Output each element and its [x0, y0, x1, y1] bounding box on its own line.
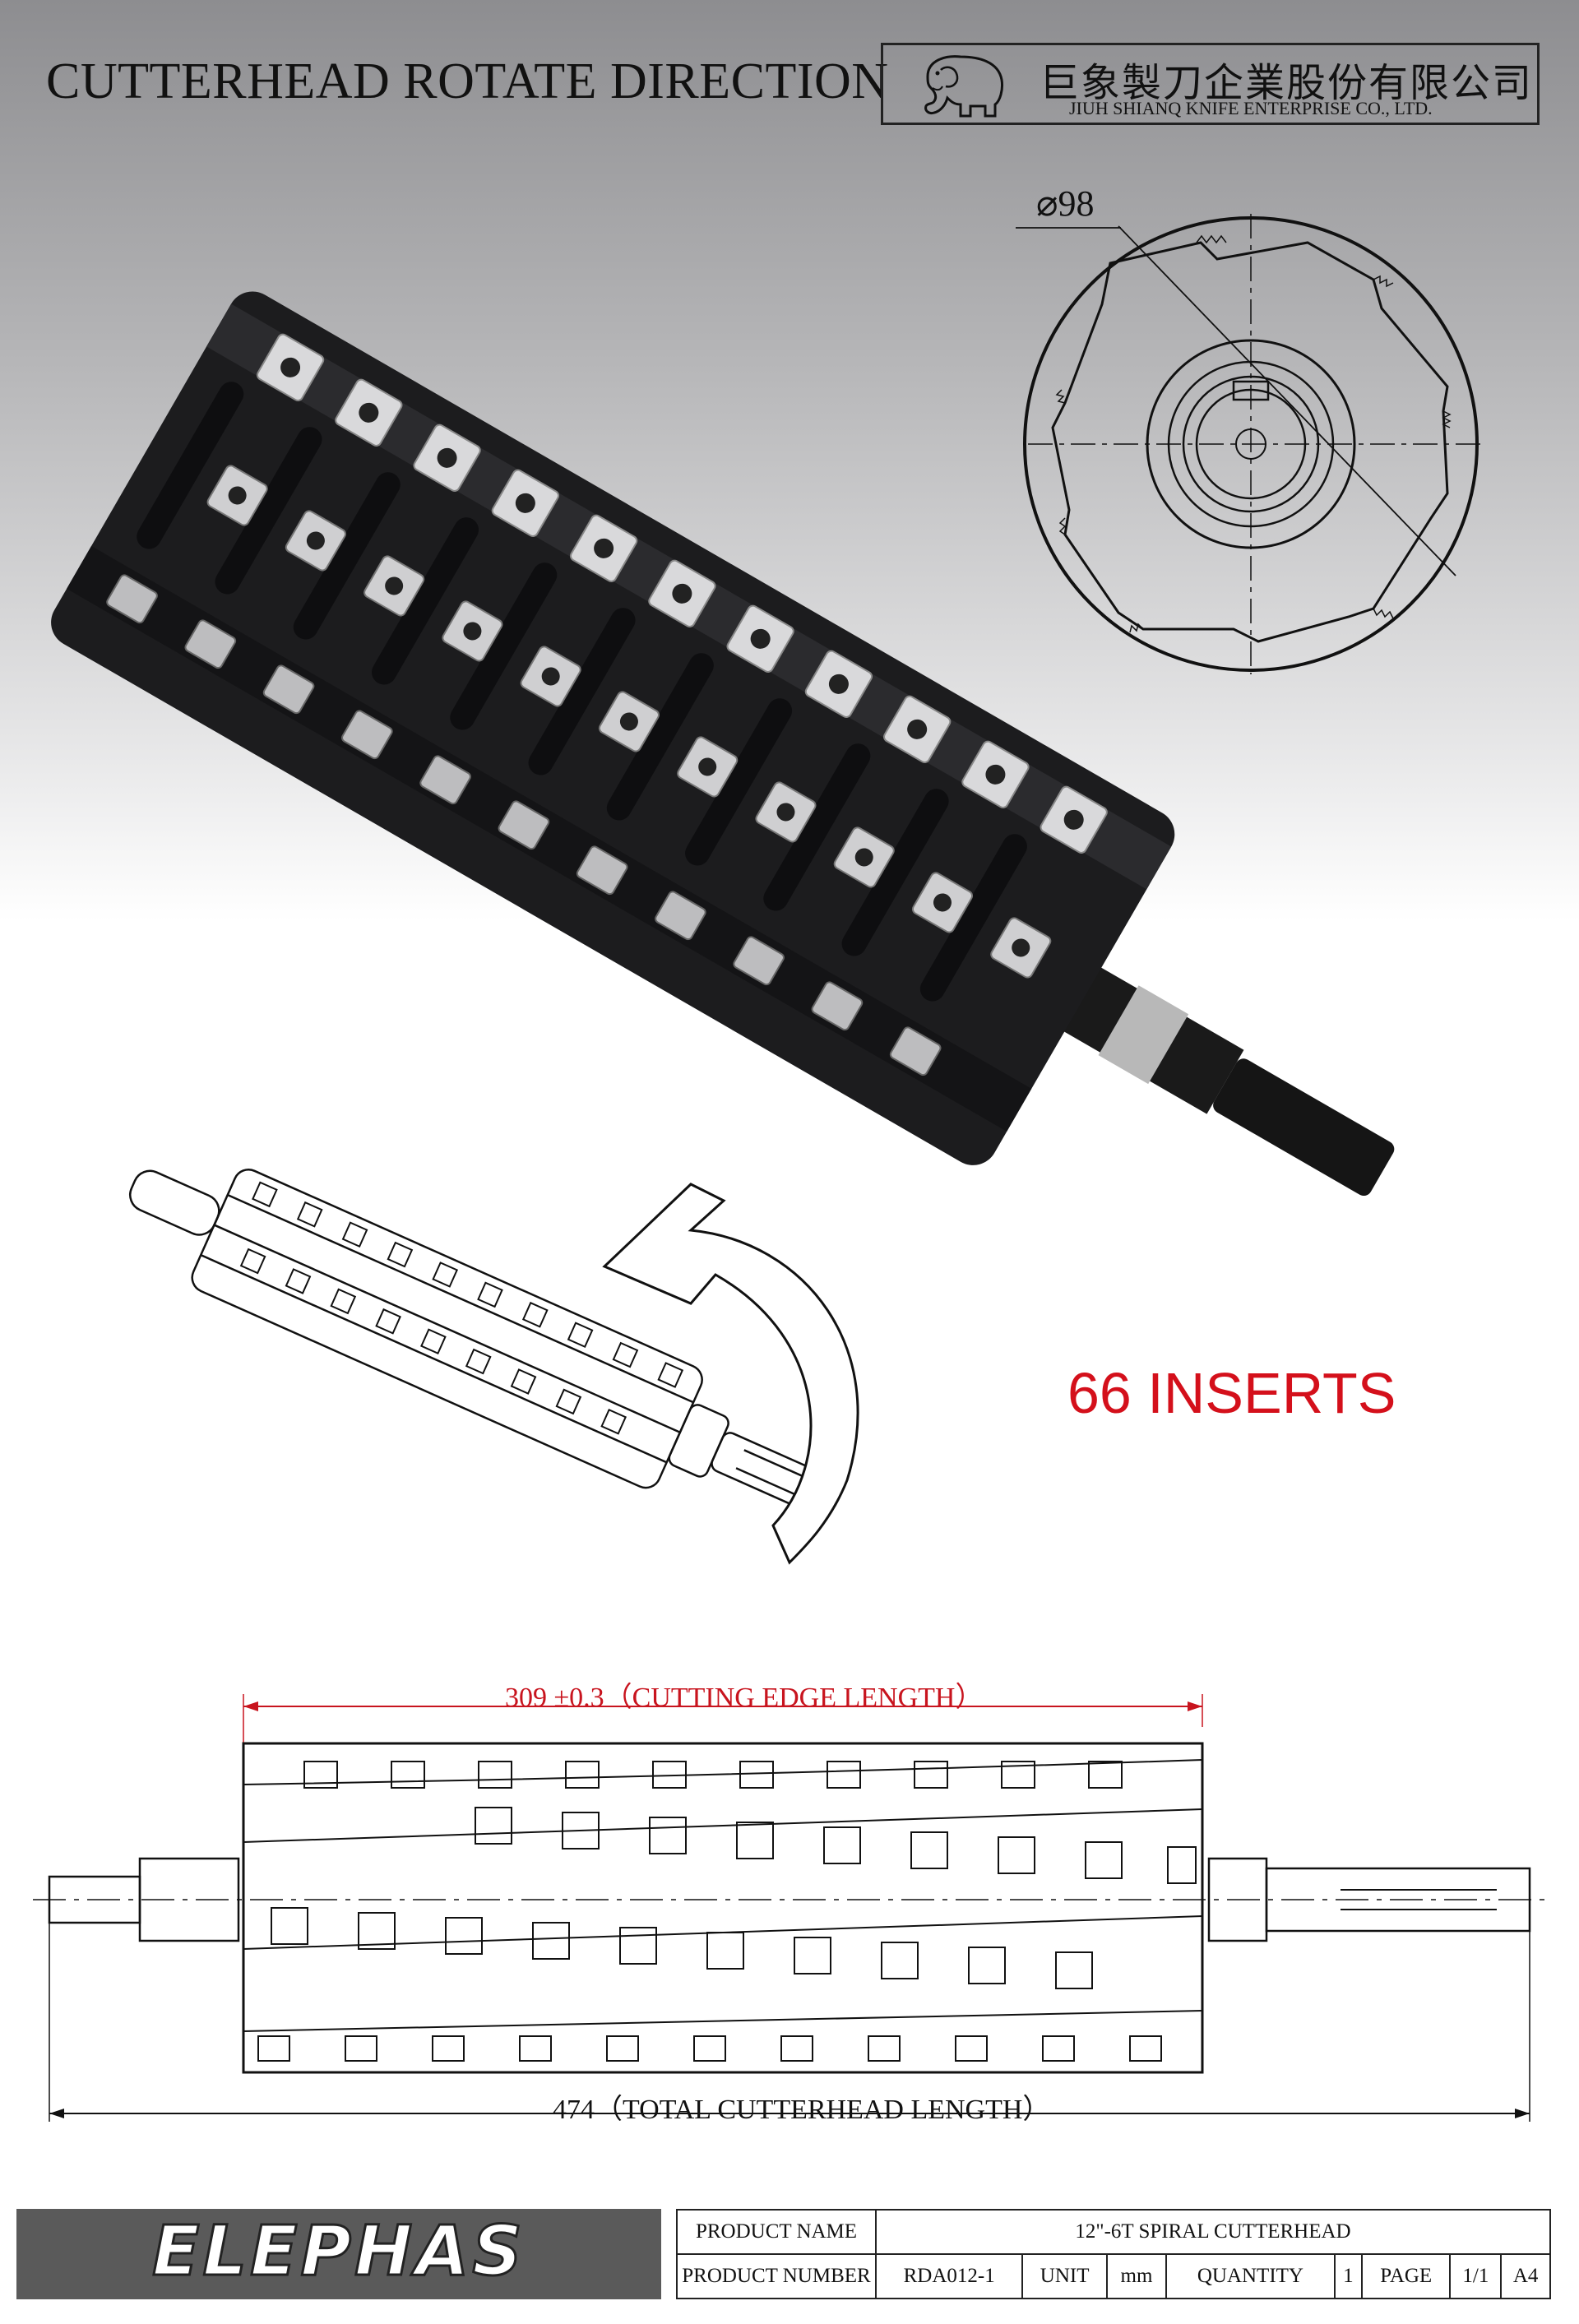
company-name-cn: 巨象製刀企業股份有限公司 [1040, 60, 1534, 106]
brand-logo: ELEPHAS [16, 2209, 661, 2299]
unit-label: UNIT [1021, 2253, 1108, 2299]
quantity-label: QUANTITY [1165, 2253, 1336, 2299]
page-title: CUTTERHEAD ROTATE DIRECTION [46, 53, 889, 109]
inserts-count-label: 66 INSERTS [1067, 1361, 1396, 1425]
cutting-edge-length-label: 309 ±0.3（CUTTING EDGE LENGTH） [505, 1683, 984, 1713]
dimension-drawing [33, 1694, 1546, 2122]
product-number-label: PRODUCT NUMBER [676, 2253, 877, 2299]
brand-logo-text: ELEPHAS [151, 2210, 526, 2293]
company-name-en: JIUH SHIANQ KNIFE ENTERPRISE CO., LTD. [1069, 98, 1433, 118]
product-name-value: 12"-6T SPIRAL CUTTERHEAD [875, 2209, 1551, 2255]
rotation-sketch [129, 1169, 859, 1565]
quantity-value: 1 [1333, 2253, 1363, 2299]
total-length-label: 474（TOTAL CUTTERHEAD LENGTH） [553, 2095, 1051, 2125]
rotation-arrow [602, 1183, 859, 1565]
page-label: PAGE [1360, 2253, 1452, 2299]
company-box: 巨象製刀企業股份有限公司 JIUH SHIANQ KNIFE ENTERPRIS… [881, 43, 1540, 125]
paper-size: A4 [1500, 2253, 1551, 2299]
unit-value: mm [1105, 2253, 1167, 2299]
title-block: PRODUCT NAME 12"-6T SPIRAL CUTTERHEAD PR… [676, 2209, 1551, 2299]
cutterhead-photo [51, 291, 1395, 1197]
diameter-label: ⌀98 [1036, 183, 1095, 224]
cross-section-view: ⌀98 [1016, 183, 1480, 674]
elephant-icon [924, 55, 1003, 118]
page-value: 1/1 [1449, 2253, 1503, 2299]
product-name-label: PRODUCT NAME [676, 2209, 877, 2255]
product-number-value: RDA012-1 [874, 2253, 1024, 2299]
